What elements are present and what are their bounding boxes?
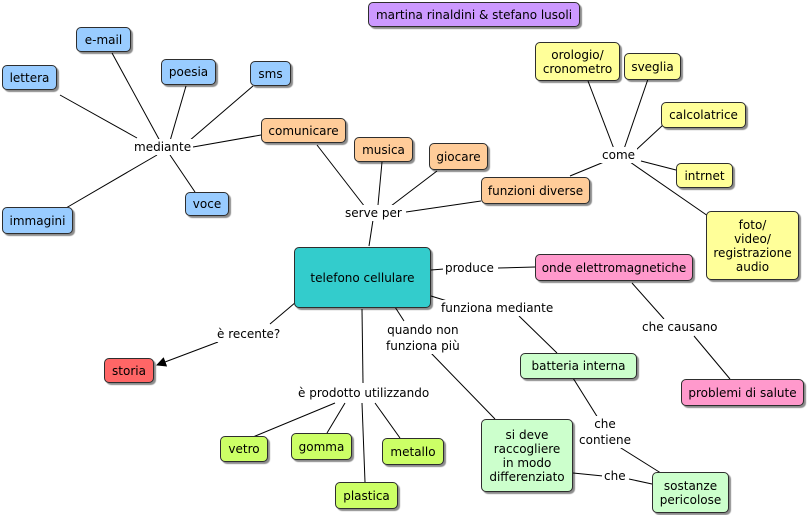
link-calcolatrice-come — [635, 124, 664, 151]
link-label-e-prodotto-utilizzando: è prodotto utilizzando — [296, 385, 432, 401]
link-central-quandonon — [394, 306, 405, 322]
link-label-che: che — [602, 468, 628, 484]
link-lettera-mediante — [59, 94, 138, 139]
link-batteria-checontiene — [572, 377, 599, 419]
central-node-telefono-cellulare[interactable]: telefono cellulare — [294, 247, 431, 308]
link-label-e-recente: è recente? — [215, 326, 283, 342]
link-poesia-mediante — [169, 85, 187, 142]
link-immagini-mediante — [65, 154, 158, 209]
link-label-che-causano: che causano — [640, 319, 720, 335]
link-voce-mediante — [169, 154, 196, 193]
node-sveglia[interactable]: sveglia — [624, 53, 681, 80]
node-metallo[interactable]: metallo — [382, 438, 444, 465]
link-quandonon-raccogliere — [429, 351, 496, 420]
node-raccogliere-differenziato[interactable]: si deve raccogliere in modo differenziat… — [481, 419, 573, 492]
node-plastica[interactable]: plastica — [335, 482, 398, 509]
node-onde-elettromagnetiche[interactable]: onde elettromagnetiche — [535, 254, 693, 281]
node-intrnet[interactable]: intrnet — [676, 163, 733, 188]
link-label-che-contiene: che contiene — [577, 416, 633, 448]
link-onde-checausano — [631, 282, 665, 320]
link-checausano-problemi — [693, 335, 731, 380]
link-orologio-come — [587, 80, 615, 150]
node-calcolatrice[interactable]: calcolatrice — [661, 102, 746, 128]
link-label-come: come — [600, 147, 638, 163]
link-mediante-comunicare — [192, 134, 262, 148]
link-intrnet-come — [640, 160, 677, 171]
link-funzioni-come — [569, 161, 605, 177]
link-label-produce: produce — [443, 260, 496, 276]
link-prodotto-metallo — [374, 402, 401, 439]
node-voce[interactable]: voce — [185, 192, 229, 216]
link-email-mediante — [111, 52, 161, 142]
node-vetro[interactable]: vetro — [220, 436, 268, 462]
link-central-recente — [269, 301, 297, 325]
credits-label: martina rinaldini & stefano lusoli — [368, 2, 580, 27]
node-problemi-di-salute[interactable]: problemi di salute — [681, 379, 804, 406]
link-prodotto-gomma — [326, 402, 346, 434]
link-serveper-central — [368, 219, 374, 247]
node-gomma[interactable]: gomma — [291, 433, 352, 460]
link-recente-storia — [156, 341, 219, 367]
link-produce-onde — [497, 266, 536, 269]
node-funzioni-diverse[interactable]: funzioni diverse — [481, 177, 590, 204]
link-central-prodotto — [361, 308, 364, 384]
link-giocare-serveper — [390, 170, 438, 207]
node-sostanze-pericolose[interactable]: sostanze pericolose — [652, 472, 729, 513]
node-lettera[interactable]: lettera — [2, 65, 57, 90]
link-sostanze-che — [628, 478, 653, 485]
node-musica[interactable]: musica — [354, 137, 413, 162]
link-che-raccogliere — [572, 472, 604, 477]
node-email[interactable]: e-mail — [76, 27, 131, 52]
link-label-funziona-mediante: funziona mediante — [439, 300, 556, 316]
link-label-mediante: mediante — [132, 139, 194, 155]
link-label-serve-per: serve per — [343, 205, 404, 221]
node-foto-video-registrazione-audio[interactable]: foto/ video/ registrazione audio — [706, 211, 799, 280]
link-comunicare-serveper — [316, 144, 366, 208]
node-storia[interactable]: storia — [104, 358, 154, 383]
link-label-quando-non-funziona-piu: quando non funziona più — [384, 322, 462, 354]
link-musica-serveper — [377, 161, 383, 206]
link-prodotto-plastica — [361, 402, 366, 483]
link-sveglia-come — [623, 78, 649, 150]
link-prodotto-vetro — [252, 402, 336, 438]
node-comunicare[interactable]: comunicare — [261, 118, 346, 143]
node-giocare[interactable]: giocare — [429, 143, 488, 170]
link-funziona-batteria — [518, 315, 558, 354]
node-orologio-cronometro[interactable]: orologio/ cronometro — [535, 42, 620, 81]
node-poesia[interactable]: poesia — [161, 59, 216, 85]
link-serveper-funzioni — [405, 200, 482, 213]
node-sms[interactable]: sms — [250, 61, 291, 86]
node-immagini[interactable]: immagini — [2, 207, 73, 234]
link-sms-mediante — [188, 85, 254, 142]
link-central-produce — [430, 268, 445, 271]
link-come-foto — [629, 161, 709, 217]
node-batteria-interna[interactable]: batteria interna — [520, 353, 637, 379]
